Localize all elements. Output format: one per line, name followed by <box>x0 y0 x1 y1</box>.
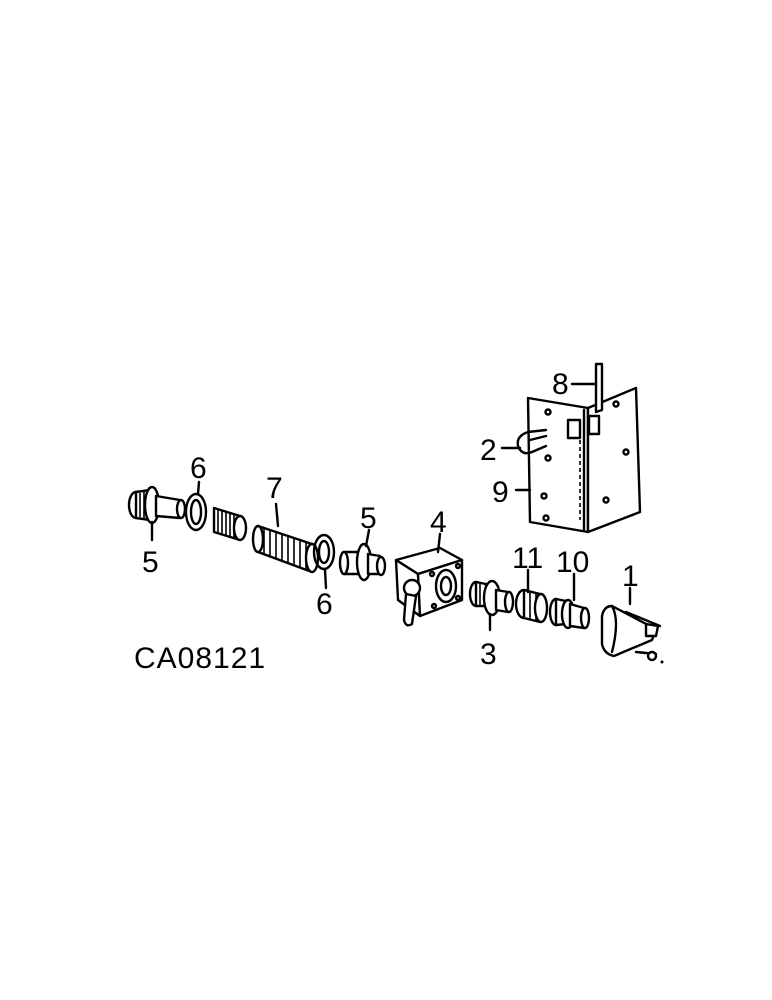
hose-long <box>251 524 320 574</box>
callout-4: 4 <box>430 506 447 539</box>
u-bolt <box>516 428 548 455</box>
callout-11: 11 <box>512 542 543 575</box>
hose-fitting-middle <box>338 542 387 582</box>
callout-9: 9 <box>492 476 509 509</box>
callout-5-middle: 5 <box>360 502 377 535</box>
drawing-code: CA08121 <box>134 642 266 675</box>
callout-10: 10 <box>556 546 589 579</box>
callout-5-left: 5 <box>142 546 159 579</box>
pipe-clamp <box>600 604 664 664</box>
hose-clamp-right <box>312 533 336 571</box>
hose-clamp-left <box>184 492 208 532</box>
callout-3: 3 <box>480 638 497 671</box>
adapter-fitting <box>468 579 515 617</box>
callout-2: 2 <box>480 434 497 467</box>
hose-fitting-left <box>127 485 187 525</box>
hose-short <box>212 506 248 542</box>
callout-8: 8 <box>552 368 569 401</box>
coupling-fitting <box>548 597 591 630</box>
callout-6-right: 6 <box>316 588 333 621</box>
mounting-bracket <box>526 386 642 534</box>
callout-labels: 5 6 7 6 5 4 3 11 10 1 8 2 9 <box>142 368 639 671</box>
leader-lines <box>150 382 632 632</box>
shutoff-valve <box>394 546 464 627</box>
callout-6-left: 6 <box>190 452 207 485</box>
coupling-nut <box>514 588 549 624</box>
callout-1: 1 <box>622 560 639 593</box>
callout-7: 7 <box>266 472 283 505</box>
bracket-strap <box>594 362 604 414</box>
